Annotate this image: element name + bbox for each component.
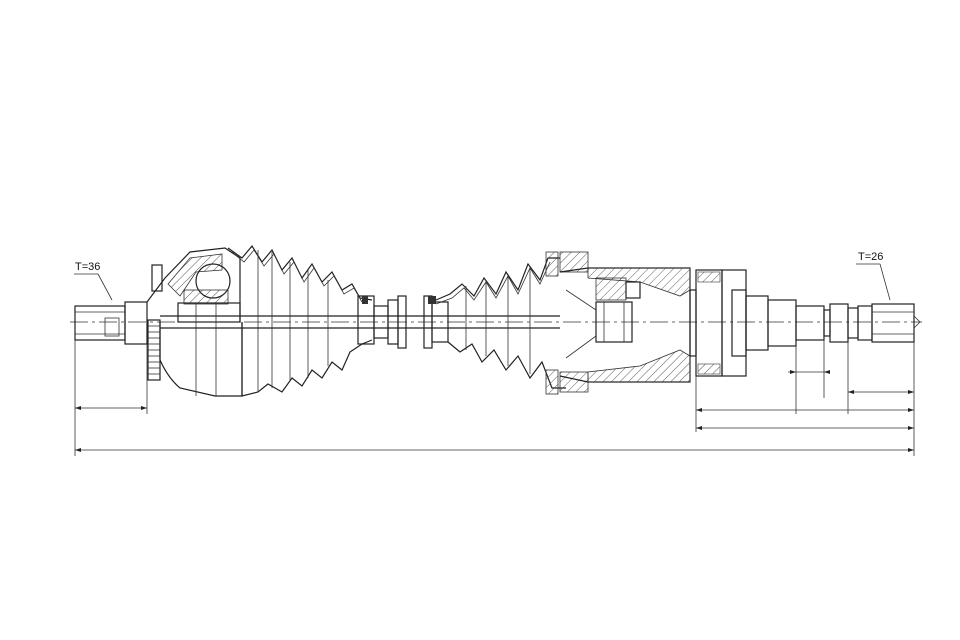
inner-boot — [435, 257, 566, 389]
main-shaft — [160, 295, 560, 349]
left-stub-shaft — [74, 301, 148, 345]
left-spline-label: T=36 — [74, 261, 113, 301]
inner-boot-clamp-small — [428, 296, 436, 304]
outer-clamp-band — [362, 296, 368, 304]
outer-cv-joint — [146, 247, 243, 397]
abs-tone-ring — [147, 264, 163, 381]
left-spline-text: T=36 — [75, 261, 100, 273]
inner-stub-shaft — [689, 269, 921, 377]
right-spline-label: T=26 — [856, 251, 891, 301]
right-spline-text: T=26 — [858, 251, 883, 263]
outer-boot — [227, 244, 373, 397]
dimension-lines — [74, 340, 915, 456]
inner-tripod-joint — [559, 251, 691, 393]
inner-boot-clamp-large-lower — [545, 369, 559, 395]
inner-boot-clamp-large — [545, 251, 559, 277]
